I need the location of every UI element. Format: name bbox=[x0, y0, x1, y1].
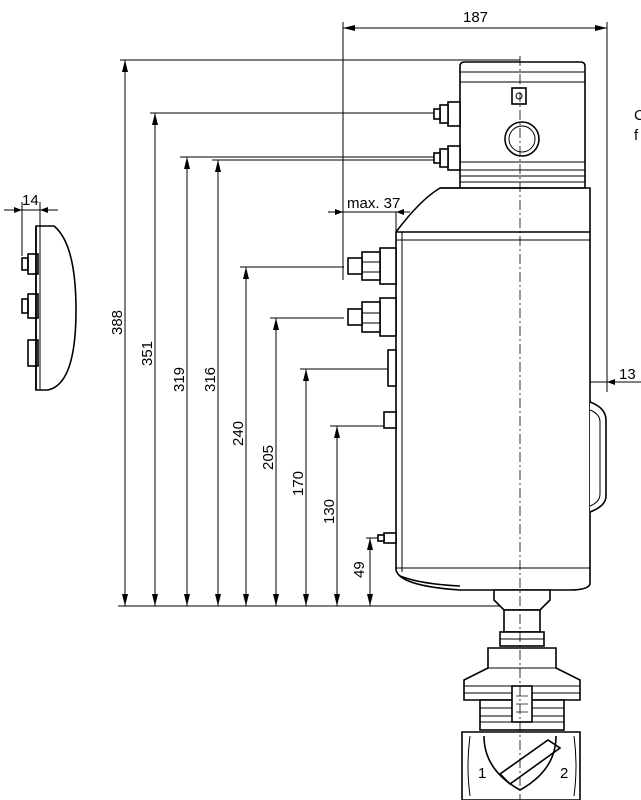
port-label-2: 2 bbox=[560, 765, 568, 782]
housing-shoulder bbox=[395, 187, 460, 233]
port-label-1: 1 bbox=[478, 765, 486, 782]
handle bbox=[589, 401, 607, 513]
main-body bbox=[395, 187, 591, 591]
top-housing bbox=[459, 61, 586, 189]
dim-height-240: 240 bbox=[230, 421, 247, 446]
edge-text-2: f bbox=[634, 127, 639, 144]
top-cable-glands bbox=[433, 101, 461, 171]
side-view bbox=[4, 202, 77, 391]
dim-height-130: 130 bbox=[321, 499, 338, 524]
dim-gland-max: max. 37 bbox=[347, 195, 400, 212]
dim-gland-max-lines bbox=[328, 209, 410, 232]
dim-overall-width-lines bbox=[342, 22, 608, 392]
dim-height-205: 205 bbox=[260, 445, 277, 470]
dim-height-351: 351 bbox=[139, 341, 156, 366]
dim-height-170: 170 bbox=[290, 471, 307, 496]
edge-text-1: C bbox=[634, 107, 641, 124]
dim-side-width: 14 bbox=[22, 192, 39, 209]
valve bbox=[461, 647, 581, 800]
dim-overall-width: 187 bbox=[463, 9, 488, 26]
dim-height-388: 388 bbox=[109, 310, 126, 335]
dim-height-lines bbox=[120, 59, 520, 606]
body-cable-glands bbox=[347, 247, 397, 544]
dim-height-49: 49 bbox=[351, 561, 368, 578]
stem bbox=[493, 589, 551, 647]
dim-height-319: 319 bbox=[171, 367, 188, 392]
dim-handle-offset: 13 bbox=[619, 366, 636, 383]
dim-height-316: 316 bbox=[202, 367, 219, 392]
